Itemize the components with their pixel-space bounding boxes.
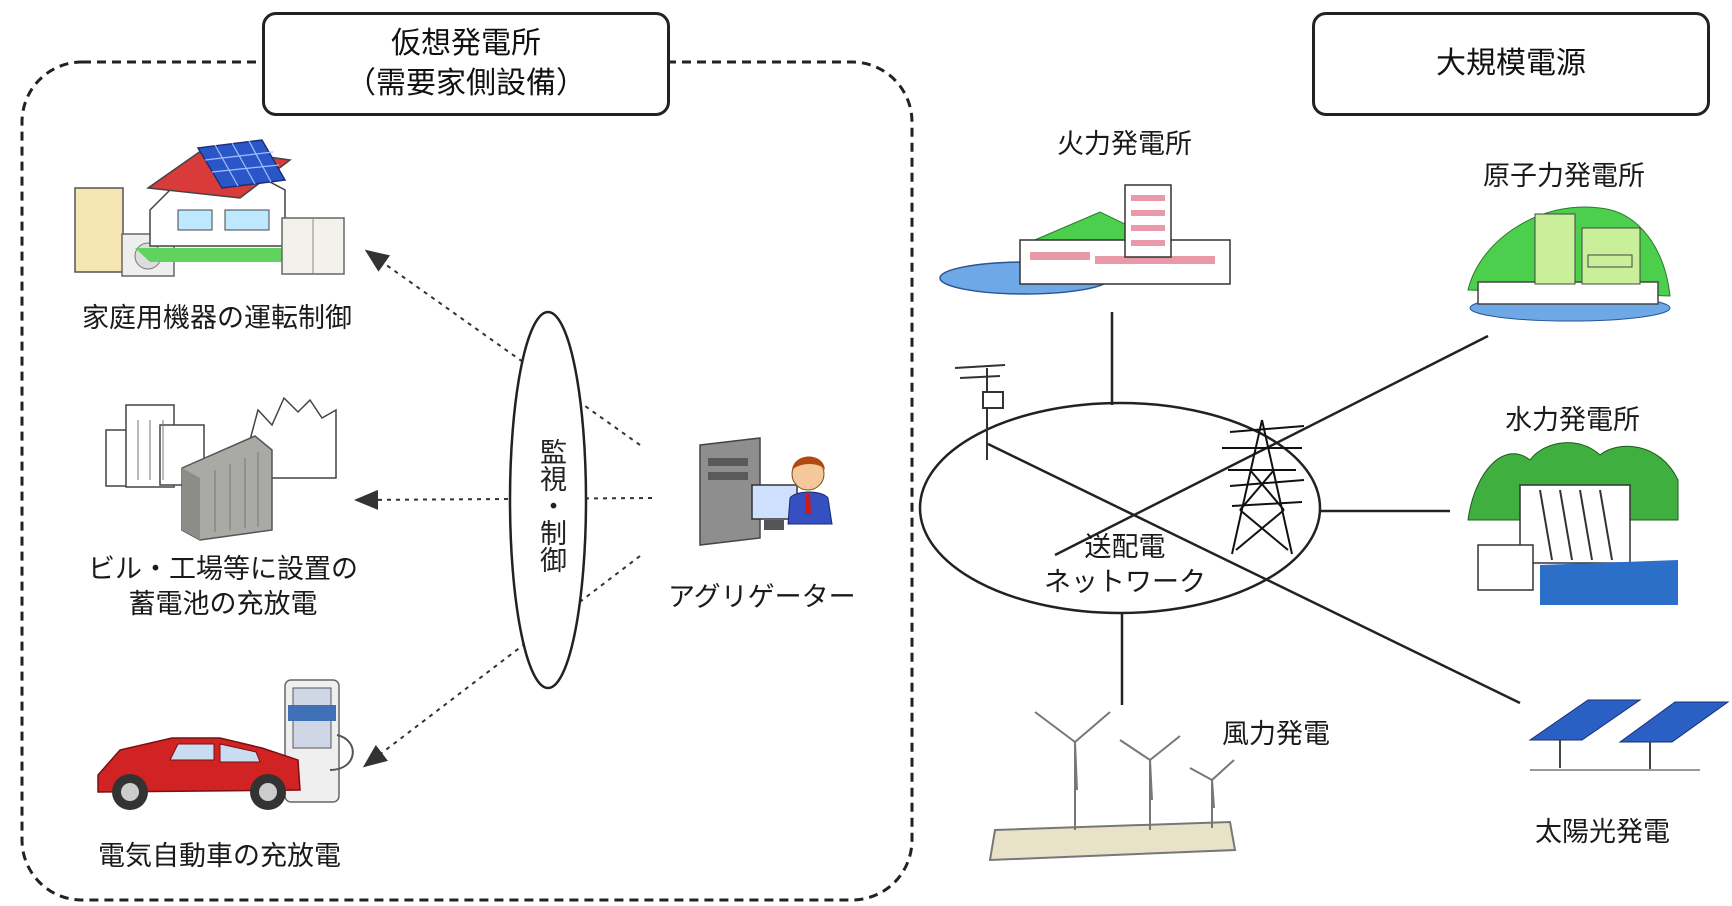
vpp-boundary (20, 60, 914, 902)
solar-label: 太陽光発電 (1535, 817, 1670, 848)
monitor-control-label: 監視・制御 (535, 437, 566, 573)
utility-pole-icon (954, 364, 1006, 460)
building-label-line2: 蓄電池の充放電 (128, 589, 318, 621)
network-ellipse (918, 401, 1322, 615)
thermal-label: 火力発電所 (1057, 129, 1192, 160)
ev-charging-icon (97, 679, 354, 810)
wind-label: 風力発電 (1222, 719, 1330, 750)
wind-turbines-icon (988, 711, 1237, 862)
nuclear-plant-icon (1467, 206, 1671, 322)
solar-panels-icon (1528, 699, 1730, 771)
transmission-tower-icon (1222, 419, 1305, 555)
hydro-plant-icon (1467, 442, 1679, 605)
building-battery-icon (105, 396, 337, 541)
vpp-title-box: 仮想発電所 （需要家側設備） (262, 12, 670, 116)
home-appliances-icon (74, 139, 345, 277)
arrow-to-home (364, 249, 641, 446)
network-label: 送配電 ネットワーク (1040, 530, 1210, 600)
vpp-title-line1: 仮想発電所 (391, 25, 541, 61)
line-nuclear (1054, 334, 1489, 557)
home-label: 家庭用機器の運転制御 (82, 303, 352, 334)
network-label-line2: ネットワーク (1044, 567, 1206, 599)
aggregator-icon (699, 437, 833, 546)
nuclear-label: 原子力発電所 (1483, 161, 1645, 192)
aggregator-label: アグリゲーター (668, 582, 856, 613)
large-scale-title-box: 大規模電源 (1312, 12, 1710, 116)
control-arrows (354, 249, 653, 768)
network-label-line1: 送配電 (1084, 532, 1166, 563)
large-scale-title: 大規模電源 (1436, 45, 1586, 81)
hydro-label: 水力発電所 (1505, 405, 1640, 436)
ev-label: 電気自動車の充放電 (98, 841, 341, 872)
building-label-line1: ビル・工場等に設置の (88, 554, 358, 585)
line-solar (987, 442, 1521, 705)
thermal-plant-icon (939, 184, 1231, 295)
vpp-title-line2: （需要家側設備） (346, 66, 586, 101)
monitor-control-ellipse (508, 310, 588, 690)
building-label: ビル・工場等に設置の 蓄電池の充放電 (88, 552, 358, 622)
arrow-to-building (354, 489, 653, 510)
network-connections (987, 312, 1521, 705)
arrow-to-ev (362, 555, 641, 768)
